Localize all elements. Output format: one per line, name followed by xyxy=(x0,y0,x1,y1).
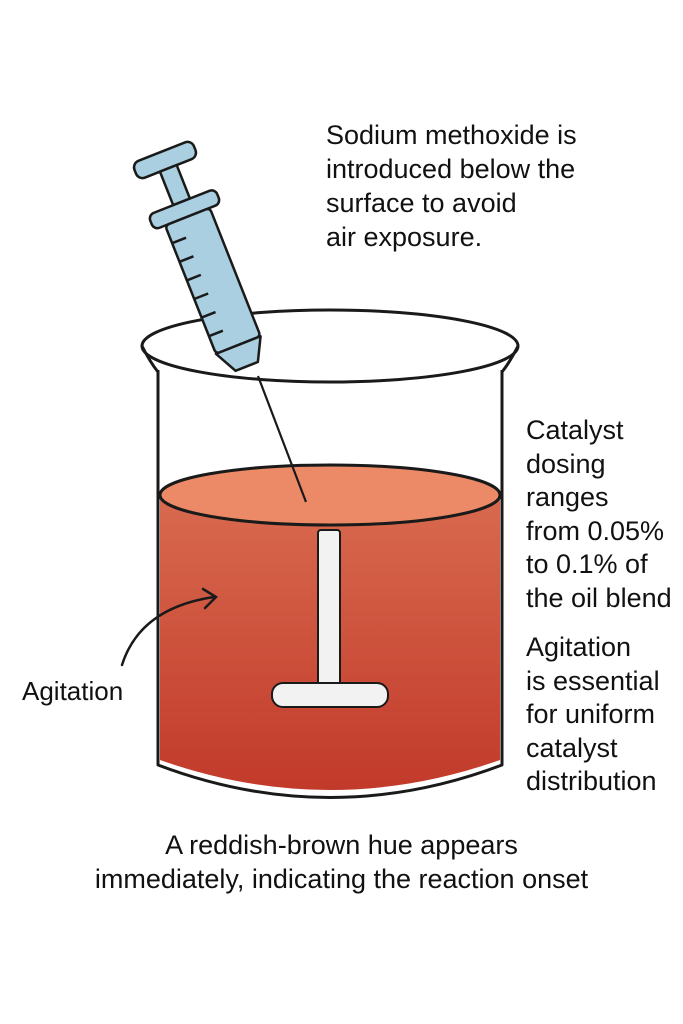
catalyst-note-line: Catalyst xyxy=(526,415,624,445)
syringe xyxy=(132,140,308,503)
catalyst-note-line: ranges xyxy=(526,482,609,512)
caption-line: A reddish-brown hue appears xyxy=(165,830,518,860)
agitation-note-line: for uniform xyxy=(526,699,656,729)
agitation-note-line: catalyst xyxy=(526,732,618,763)
injection-note-line: surface to avoid xyxy=(326,188,517,218)
catalyst-note-line: from 0.05% xyxy=(526,515,665,546)
syringe-needle xyxy=(256,375,308,503)
catalyst-dosing-note: Catalyst dosing ranges from 0.05% to 0.1… xyxy=(526,414,672,615)
injection-note-line: air exposure. xyxy=(326,222,483,252)
injection-note-line: Sodium methoxide is xyxy=(326,120,577,150)
agitation-note-line: distribution xyxy=(526,766,657,796)
agitation-note: Agitation is essential for uniform catal… xyxy=(526,631,660,799)
agitation-note-line: is essential xyxy=(526,665,660,696)
beaker xyxy=(140,308,520,799)
agitation-arrow xyxy=(120,587,219,667)
caption-line: immediately, indicating the reaction ons… xyxy=(94,864,589,894)
liquid-surface xyxy=(158,463,502,527)
barrel-graduations xyxy=(171,236,224,338)
injection-note-line: introduced below the xyxy=(326,154,576,184)
catalyst-note-line: to 0.1% of xyxy=(526,549,648,579)
agitation-label: Agitation xyxy=(22,676,124,706)
stirrer-paddle xyxy=(271,529,389,708)
caption: A reddish-brown hue appears immediately,… xyxy=(0,828,683,896)
catalyst-note-line: dosing xyxy=(526,448,606,479)
agitation-note-line: Agitation xyxy=(526,632,632,662)
injection-note: Sodium methoxide is introduced below the… xyxy=(326,118,577,254)
catalyst-note-line: the oil blend xyxy=(526,582,672,613)
syringe-barrel xyxy=(165,207,261,354)
